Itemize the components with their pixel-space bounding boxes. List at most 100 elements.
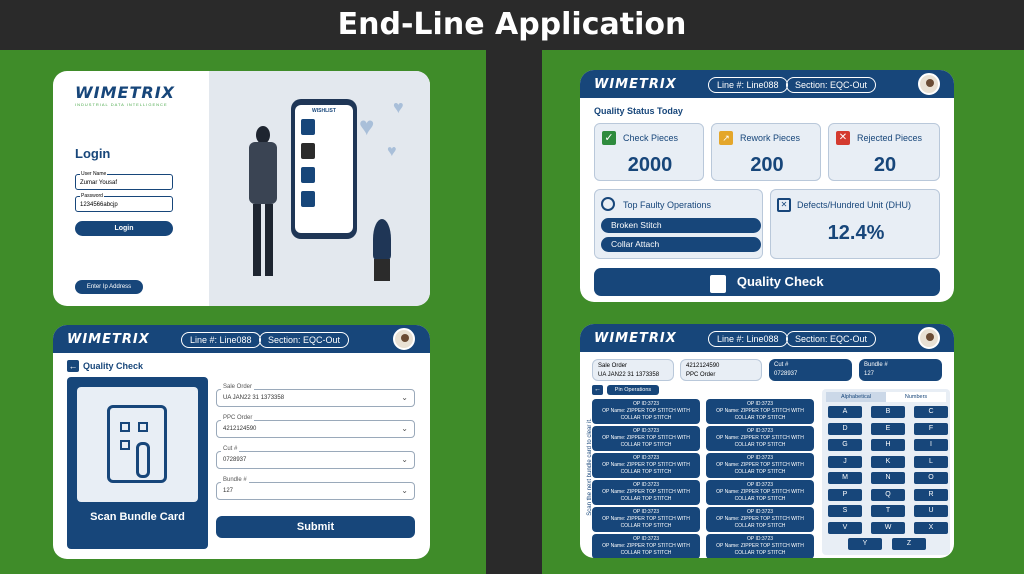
dhu-value: 12.4%	[827, 222, 885, 244]
operation-text: OP ID:3723	[746, 482, 774, 488]
login-button[interactable]: Login	[75, 221, 173, 236]
section-badge: Section: EQC-Out	[786, 331, 877, 347]
close-icon: ✕	[836, 131, 850, 145]
check-icon: ✓	[602, 131, 616, 145]
key-l[interactable]: L	[914, 455, 948, 468]
back-arrow-icon[interactable]: ←	[592, 385, 603, 395]
operation-text: OP Name: ZIPPER TOP STITCH WITH	[602, 408, 690, 414]
dashboard-screen: WIMETRIX Line #: Line088 Section: EQC-Ou…	[580, 70, 954, 302]
key-u[interactable]: U	[914, 505, 948, 517]
key-c[interactable]: C	[914, 406, 948, 418]
key-w[interactable]: W	[871, 521, 905, 534]
username-field[interactable]: User Name Zumar Yousaf	[75, 171, 173, 190]
rework-pieces-card: ↗ Rework Pieces 200	[711, 123, 821, 181]
avatar[interactable]	[918, 327, 940, 349]
key-o[interactable]: O	[914, 472, 948, 484]
key-y[interactable]: Y	[848, 538, 882, 550]
avatar[interactable]	[393, 328, 415, 350]
ppc-order-field[interactable]: PPC Order 4212124590 ⌄	[216, 415, 415, 438]
cut-number-field[interactable]: Cut # 0728937 ⌄	[216, 446, 415, 469]
tab-alphabetical[interactable]: Alphabetical	[826, 392, 886, 402]
login-screen: WISHLIST ♥ ♥ ♥ WIMETRIX INDUSTRIAL DATA …	[53, 71, 430, 306]
back-arrow-icon[interactable]: ←	[67, 360, 79, 372]
operation-text: COLLAR TOP STITCH	[620, 442, 672, 448]
key-h[interactable]: H	[871, 439, 905, 451]
sale-order-info: Sale Order UA JAN22 31 1373358	[592, 359, 674, 381]
tab-numbers[interactable]: Numbers	[886, 392, 946, 402]
info-value: UA JAN22 31 1373358	[598, 372, 660, 378]
key-r[interactable]: R	[914, 488, 948, 501]
operation-text: OP ID:3723	[746, 428, 774, 434]
pin-operations-button[interactable]: Pin Operations	[607, 385, 659, 395]
key-v[interactable]: V	[828, 521, 862, 534]
field-label: Sale Order	[221, 384, 255, 390]
operation-text: OP Name: ZIPPER TOP STITCH WITH	[602, 543, 690, 549]
key-e[interactable]: E	[871, 422, 905, 435]
key-d[interactable]: D	[828, 422, 862, 435]
key-q[interactable]: Q	[871, 488, 905, 501]
key-f[interactable]: F	[914, 422, 948, 435]
operation-text: COLLAR TOP STITCH	[734, 415, 786, 421]
operation-text: OP ID:3723	[746, 455, 774, 461]
operation-text: OP Name: ZIPPER TOP STITCH WITH	[716, 435, 804, 441]
info-value: PPC Order	[686, 372, 716, 378]
bundle-number-field[interactable]: Bundle # 127 ⌄	[216, 477, 415, 500]
logo-tagline: INDUSTRIAL DATA INTELLIGENCE	[75, 102, 168, 107]
heart-icon: ♥	[393, 97, 404, 117]
operation-text: OP Name: ZIPPER TOP STITCH WITH	[716, 408, 804, 414]
key-t[interactable]: T	[871, 505, 905, 517]
chevron-down-icon: ⌄	[401, 455, 408, 464]
operation-text: OP Name: ZIPPER TOP STITCH WITH	[602, 435, 690, 441]
key-k[interactable]: K	[871, 455, 905, 468]
key-a[interactable]: A	[828, 406, 862, 418]
info-label: Cut #	[774, 362, 789, 368]
key-p[interactable]: P	[828, 488, 862, 501]
key-z[interactable]: Z	[892, 538, 926, 550]
enter-ip-button[interactable]: Enter Ip Address	[75, 280, 143, 294]
cut-number-info: Cut # 0728937	[769, 359, 852, 381]
operations-screen: WIMETRIX Line #: Line088 Section: EQC-Ou…	[580, 324, 954, 558]
field-label: Cut #	[221, 446, 240, 452]
operation-text: COLLAR TOP STITCH	[620, 415, 672, 421]
key-n[interactable]: N	[871, 472, 905, 484]
plant-illustration	[371, 219, 393, 283]
key-m[interactable]: M	[828, 472, 862, 484]
logo-text: WIMETRIX	[594, 77, 677, 92]
sale-order-field[interactable]: Sale Order UA JAN22 31 1373358 ⌄	[216, 384, 415, 407]
key-j[interactable]: J	[828, 455, 862, 468]
key-s[interactable]: S	[828, 505, 862, 517]
logo-text: WIMETRIX	[67, 332, 150, 347]
card-label: Rework Pieces	[740, 133, 801, 143]
key-b[interactable]: B	[871, 406, 905, 418]
card-value: 200	[750, 154, 784, 176]
key-x[interactable]: X	[914, 521, 948, 534]
operation-text: COLLAR TOP STITCH	[734, 523, 786, 529]
operation-text: OP ID:3723	[632, 455, 660, 461]
password-field[interactable]: Password 1234566abcjp	[75, 193, 173, 212]
phone-illustration: WISHLIST	[291, 99, 357, 239]
field-value: 4212124590	[223, 426, 257, 432]
quality-check-button[interactable]: Quality Check	[594, 268, 940, 296]
key-g[interactable]: G	[828, 439, 862, 451]
key-i[interactable]: I	[914, 439, 948, 451]
scan-card[interactable]: Scan Bundle Card	[67, 377, 208, 549]
submit-button[interactable]: Submit	[216, 516, 415, 538]
avatar[interactable]	[918, 73, 940, 95]
clipboard-icon	[710, 275, 727, 293]
ppc-order-info: 4212124590 PPC Order	[680, 359, 762, 381]
screen-title: Quality Check	[83, 361, 144, 371]
page-banner: End-Line Application	[0, 0, 1024, 50]
